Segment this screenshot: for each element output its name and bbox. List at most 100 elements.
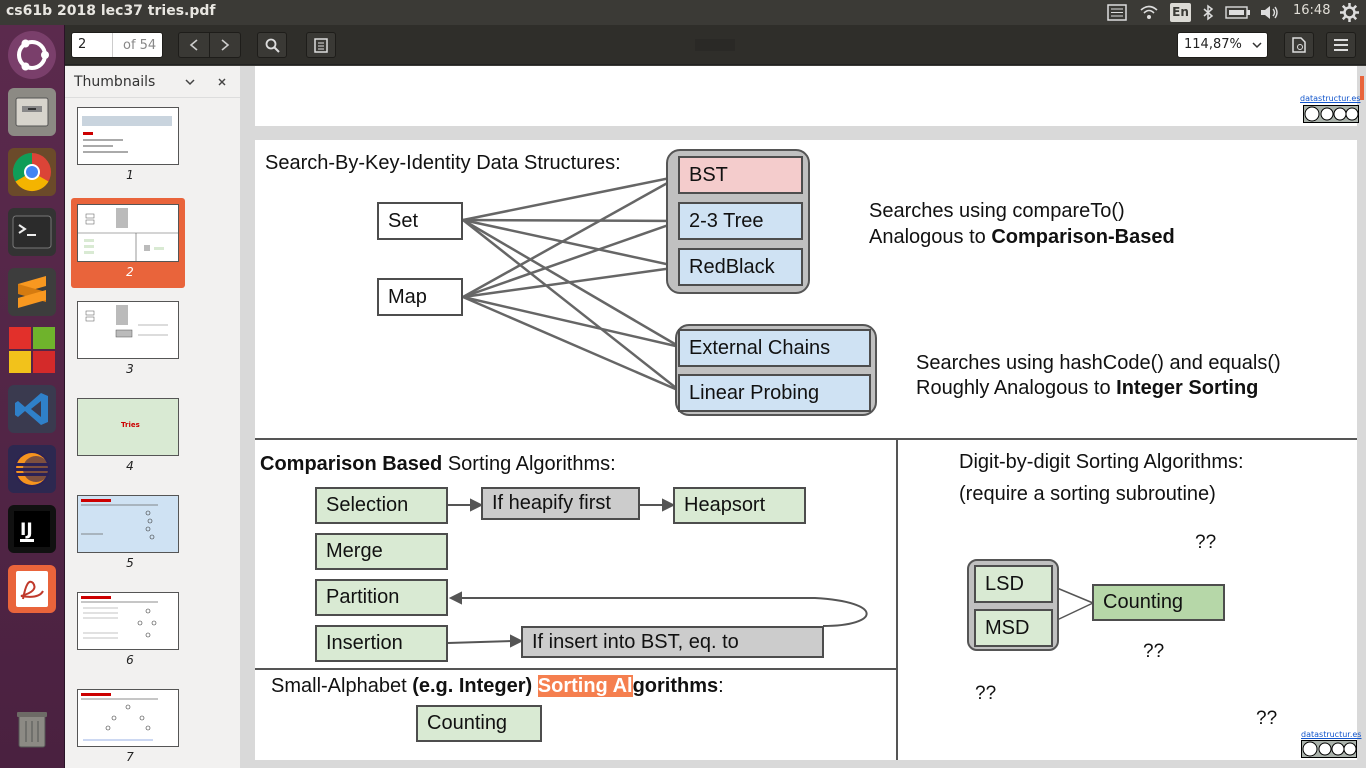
thumbnail-number: 4 [126, 459, 134, 473]
annotate-button[interactable] [306, 32, 336, 58]
search-highlight: Sorting Al [537, 675, 633, 697]
window-title: cs61b 2018 lec37 tries.pdf [6, 3, 216, 19]
tree23-box: 2-3 Tree [678, 202, 803, 240]
document-viewer-icon[interactable] [8, 565, 56, 613]
thumbnail-page-6[interactable] [77, 592, 179, 650]
launcher: IJ [0, 25, 65, 768]
map-box: Map [377, 278, 463, 316]
hash-note-line1: Searches using hashCode() and equals() [916, 352, 1281, 374]
thumbnail-number: 6 [126, 653, 134, 667]
page-edge-marker [1360, 76, 1364, 100]
toolbar: 2 of 54 114,87% [65, 25, 1366, 65]
prev-page-button[interactable] [178, 32, 210, 58]
thumbnail-page-4-title: Tries [121, 421, 140, 429]
insertion-box: Insertion [315, 625, 448, 662]
eclipse-icon[interactable] [8, 445, 56, 493]
terminal-icon[interactable] [8, 208, 56, 256]
sublime-text-icon[interactable] [8, 268, 56, 316]
ubuntu-dash-icon[interactable] [8, 31, 56, 79]
chevron-down-icon [1252, 42, 1262, 49]
compare-note-line2: Analogous to Comparison-Based [869, 226, 1175, 249]
chevron-down-icon[interactable] [185, 79, 195, 86]
keyboard-indicator[interactable]: En [1170, 3, 1191, 22]
hamburger-menu-button[interactable] [1326, 32, 1356, 58]
volume-icon[interactable] [1260, 5, 1280, 20]
unknown-mark: ?? [975, 683, 997, 704]
chrome-icon[interactable] [8, 148, 56, 196]
digit-sorts-title: Digit-by-digit Sorting Algorithms: [959, 451, 1244, 473]
lsd-box: LSD [974, 565, 1053, 603]
document-icon [1292, 37, 1306, 53]
thumbnail-page-1[interactable] [77, 107, 179, 165]
diagram-lines [255, 174, 1357, 760]
top-panel: cs61b 2018 lec37 tries.pdf En 16:48 [0, 0, 1366, 25]
partition-box: Partition [315, 579, 448, 616]
set-box: Set [377, 202, 463, 240]
heapify-box: If heapify first [481, 487, 640, 520]
close-icon[interactable] [218, 78, 226, 86]
document-view[interactable]: datastructur.es [240, 66, 1366, 768]
page-number-input[interactable]: 2 [78, 37, 87, 52]
counting-box: Counting [1092, 584, 1225, 621]
hash-note-prefix: Roughly Analogous to [916, 377, 1117, 399]
section1-title: Search-By-Key-Identity Data Structures: [265, 152, 621, 174]
next-page-button[interactable] [209, 32, 241, 58]
thumbnail-page-2[interactable] [77, 204, 179, 262]
counting-small-box: Counting [416, 705, 542, 742]
cc-license-badge [1303, 105, 1359, 123]
small-alphabet-title: Small-Alphabet (e.g. Integer) Sorting Al… [271, 675, 724, 698]
linear-probing-box: Linear Probing [678, 374, 871, 412]
small-alphabet-paren: (e.g. Integer) [412, 675, 538, 697]
unknown-mark: ?? [1256, 708, 1278, 729]
vscode-icon[interactable] [8, 385, 56, 433]
software-center-icon[interactable] [8, 326, 56, 374]
thumbnail-number: 7 [126, 750, 134, 764]
credit-link[interactable]: datastructur.es [1301, 730, 1362, 739]
intellij-icon[interactable]: IJ [8, 505, 56, 553]
page-2: Search-By-Key-Identity Data Structures: … [255, 140, 1361, 760]
page-selector[interactable]: 2 of 54 [71, 32, 163, 58]
small-alphabet-colon: : [718, 675, 724, 697]
svg-text:IJ: IJ [20, 520, 33, 540]
menu-icon[interactable] [1107, 4, 1127, 21]
merge-box: Merge [315, 533, 448, 570]
battery-icon[interactable] [1225, 6, 1251, 19]
clock[interactable]: 16:48 [1293, 3, 1331, 18]
files-icon[interactable] [8, 88, 56, 136]
msd-box: MSD [974, 609, 1053, 647]
comparison-sorts-rest: Sorting Algorithms: [442, 453, 616, 475]
comparison-sorts-bold: Comparison Based [260, 453, 443, 475]
zoom-select[interactable]: 114,87% [1177, 32, 1268, 58]
sidebar-header: Thumbnails [65, 66, 240, 98]
thumbnail-page-7[interactable] [77, 689, 179, 747]
hash-note-bold: Integer Sorting [1116, 377, 1259, 399]
comparison-sorts-title: Comparison Based Sorting Algorithms: [260, 453, 616, 476]
thumbnail-page-4[interactable]: Tries [77, 398, 179, 456]
search-icon [265, 38, 280, 53]
chevron-right-icon [221, 39, 230, 51]
toolbar-drag-handle [695, 39, 735, 51]
compare-note-prefix: Analogous to [869, 226, 992, 248]
thumbnail-number: 3 [126, 362, 134, 376]
gear-icon[interactable] [1340, 3, 1359, 22]
unknown-mark: ?? [1195, 532, 1217, 553]
thumbnail-page-3[interactable] [77, 301, 179, 359]
small-alphabet-rest: gorithms [632, 675, 719, 697]
trash-icon[interactable] [8, 705, 56, 753]
thumbnail-page-5[interactable] [77, 495, 179, 553]
credit-link[interactable]: datastructur.es [1300, 94, 1361, 103]
heapsort-box: Heapsort [673, 487, 806, 524]
page-1-bottom: datastructur.es [255, 66, 1361, 126]
wifi-icon[interactable] [1139, 5, 1159, 20]
redblack-box: RedBlack [678, 248, 803, 286]
bluetooth-icon[interactable] [1202, 4, 1214, 21]
compare-note-line1: Searches using compareTo() [869, 200, 1125, 222]
document-properties-button[interactable] [1284, 32, 1314, 58]
bst-box: BST [678, 156, 803, 194]
sidebar-title[interactable]: Thumbnails [74, 74, 156, 90]
hamburger-icon [1334, 39, 1348, 51]
search-button[interactable] [257, 32, 287, 58]
thumbnail-number: 1 [126, 168, 134, 182]
thumbnails-sidebar: Thumbnails 1 2 3 Tries 4 5 6 7 [65, 66, 240, 768]
unknown-mark: ?? [1143, 641, 1165, 662]
